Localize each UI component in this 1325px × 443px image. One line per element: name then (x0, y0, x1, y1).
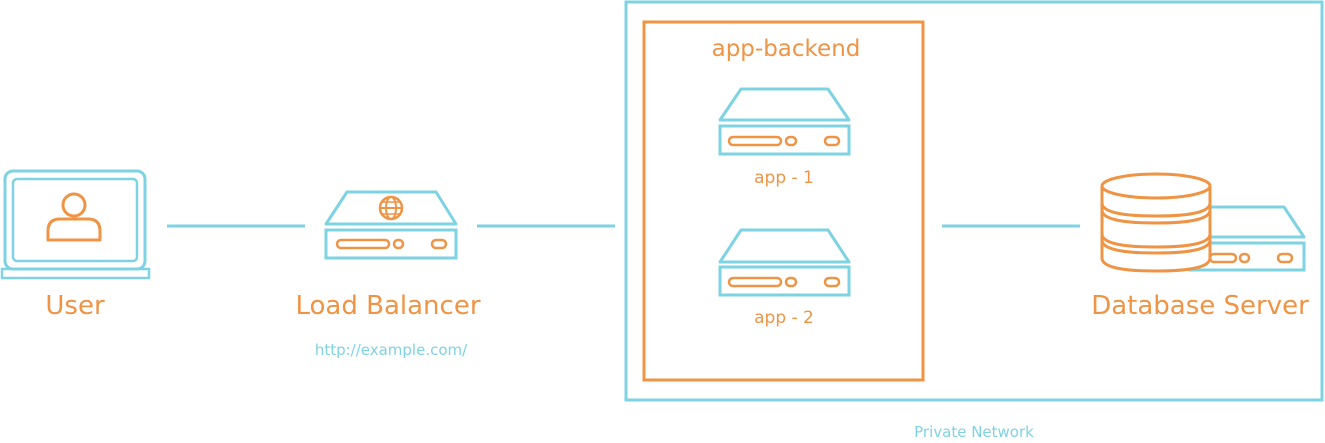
user-label: User (45, 291, 105, 321)
database-server-label: Database Server (1091, 291, 1309, 321)
app-backend-label: app-backend (711, 36, 861, 62)
laptop-user-icon (0, 169, 151, 280)
server-globe-icon (324, 190, 458, 260)
load-balancer-url[interactable]: http://example.com/ (314, 341, 468, 359)
load-balancer-label: Load Balancer (295, 291, 481, 321)
database-server-icon (1100, 172, 1306, 273)
server-icon-app2 (718, 228, 851, 297)
private-network-label: Private Network (914, 423, 1034, 441)
server-icon-app1 (718, 87, 851, 156)
app1-label: app - 1 (754, 168, 814, 188)
app-backend-box (642, 20, 925, 382)
app2-label: app - 2 (754, 308, 814, 328)
private-network-box (624, 0, 1324, 402)
